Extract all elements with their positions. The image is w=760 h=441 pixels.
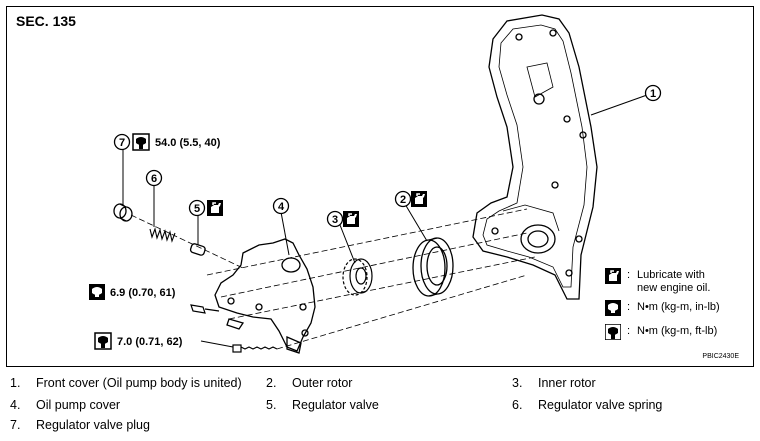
- section-label: SEC. 135: [16, 13, 76, 29]
- oil-can-icon: [342, 210, 360, 228]
- torque-value-plug: 54.0 (5.5, 40): [155, 137, 221, 149]
- torque-value-cover-bolt: 6.9 (0.70, 61): [110, 287, 176, 299]
- svg-text:4: 4: [278, 201, 285, 213]
- regulator-valve-plug-drawing: [113, 203, 133, 222]
- legend-ft-lb-text: N•m (kg-m, ft-lb): [637, 325, 718, 337]
- svg-text:2: 2: [400, 194, 406, 206]
- callout-1: 1: [644, 84, 662, 102]
- oil-can-icon: [206, 199, 224, 217]
- regulator-valve-drawing: [189, 243, 206, 256]
- callout-2: 2: [394, 190, 412, 208]
- diagram-code: PBIC2430E: [702, 353, 739, 360]
- torque-wrench-icon: [132, 133, 150, 151]
- legend-in-lb-text: N•m (kg-m, in-lb): [637, 301, 720, 313]
- outer-rotor-drawing: [412, 237, 454, 297]
- torque-value-long-bolt: 7.0 (0.71, 62): [117, 336, 183, 348]
- torque-wrench-icon: [605, 300, 621, 316]
- svg-text:1: 1: [650, 88, 656, 100]
- legend-oil-line1: Lubricate with: [637, 269, 705, 281]
- front-cover-drawing: [472, 14, 598, 300]
- torque-wrench-icon: [89, 284, 105, 300]
- diagram-drawing: 1 2 3 4 5 6 7 54.0 (5: [89, 14, 662, 354]
- callout-6: 6: [145, 169, 163, 187]
- oil-can-icon: [410, 190, 428, 208]
- oil-pump-cover-drawing: [214, 238, 316, 354]
- callout-4: 4: [272, 197, 290, 215]
- torque-wrench-icon: [605, 324, 621, 340]
- regulator-valve-spring-drawing: [149, 227, 176, 243]
- svg-text:5: 5: [194, 203, 200, 215]
- callout-5: 5: [188, 199, 206, 217]
- legend-in-lb: : N•m (kg-m, in-lb): [605, 300, 753, 324]
- cover-bolt-drawing: [190, 304, 220, 314]
- svg-text:7: 7: [119, 137, 125, 149]
- svg-text:6: 6: [151, 173, 157, 185]
- callout-7: 7: [113, 133, 131, 151]
- svg-text:3: 3: [332, 214, 338, 226]
- alignment-axes: [130, 208, 536, 350]
- leader-lines: [122, 94, 648, 348]
- legend-ft-lb: : N•m (kg-m, ft-lb): [605, 324, 753, 344]
- long-bolt-drawing: [232, 344, 278, 353]
- torque-wrench-icon: [94, 332, 112, 350]
- inner-rotor-drawing: [342, 258, 373, 296]
- oil-can-icon: [605, 268, 621, 284]
- callout-3: 3: [326, 210, 344, 228]
- exploded-diagram: SEC. 135: [6, 6, 754, 367]
- legend-oil-line2: new engine oil.: [637, 282, 711, 294]
